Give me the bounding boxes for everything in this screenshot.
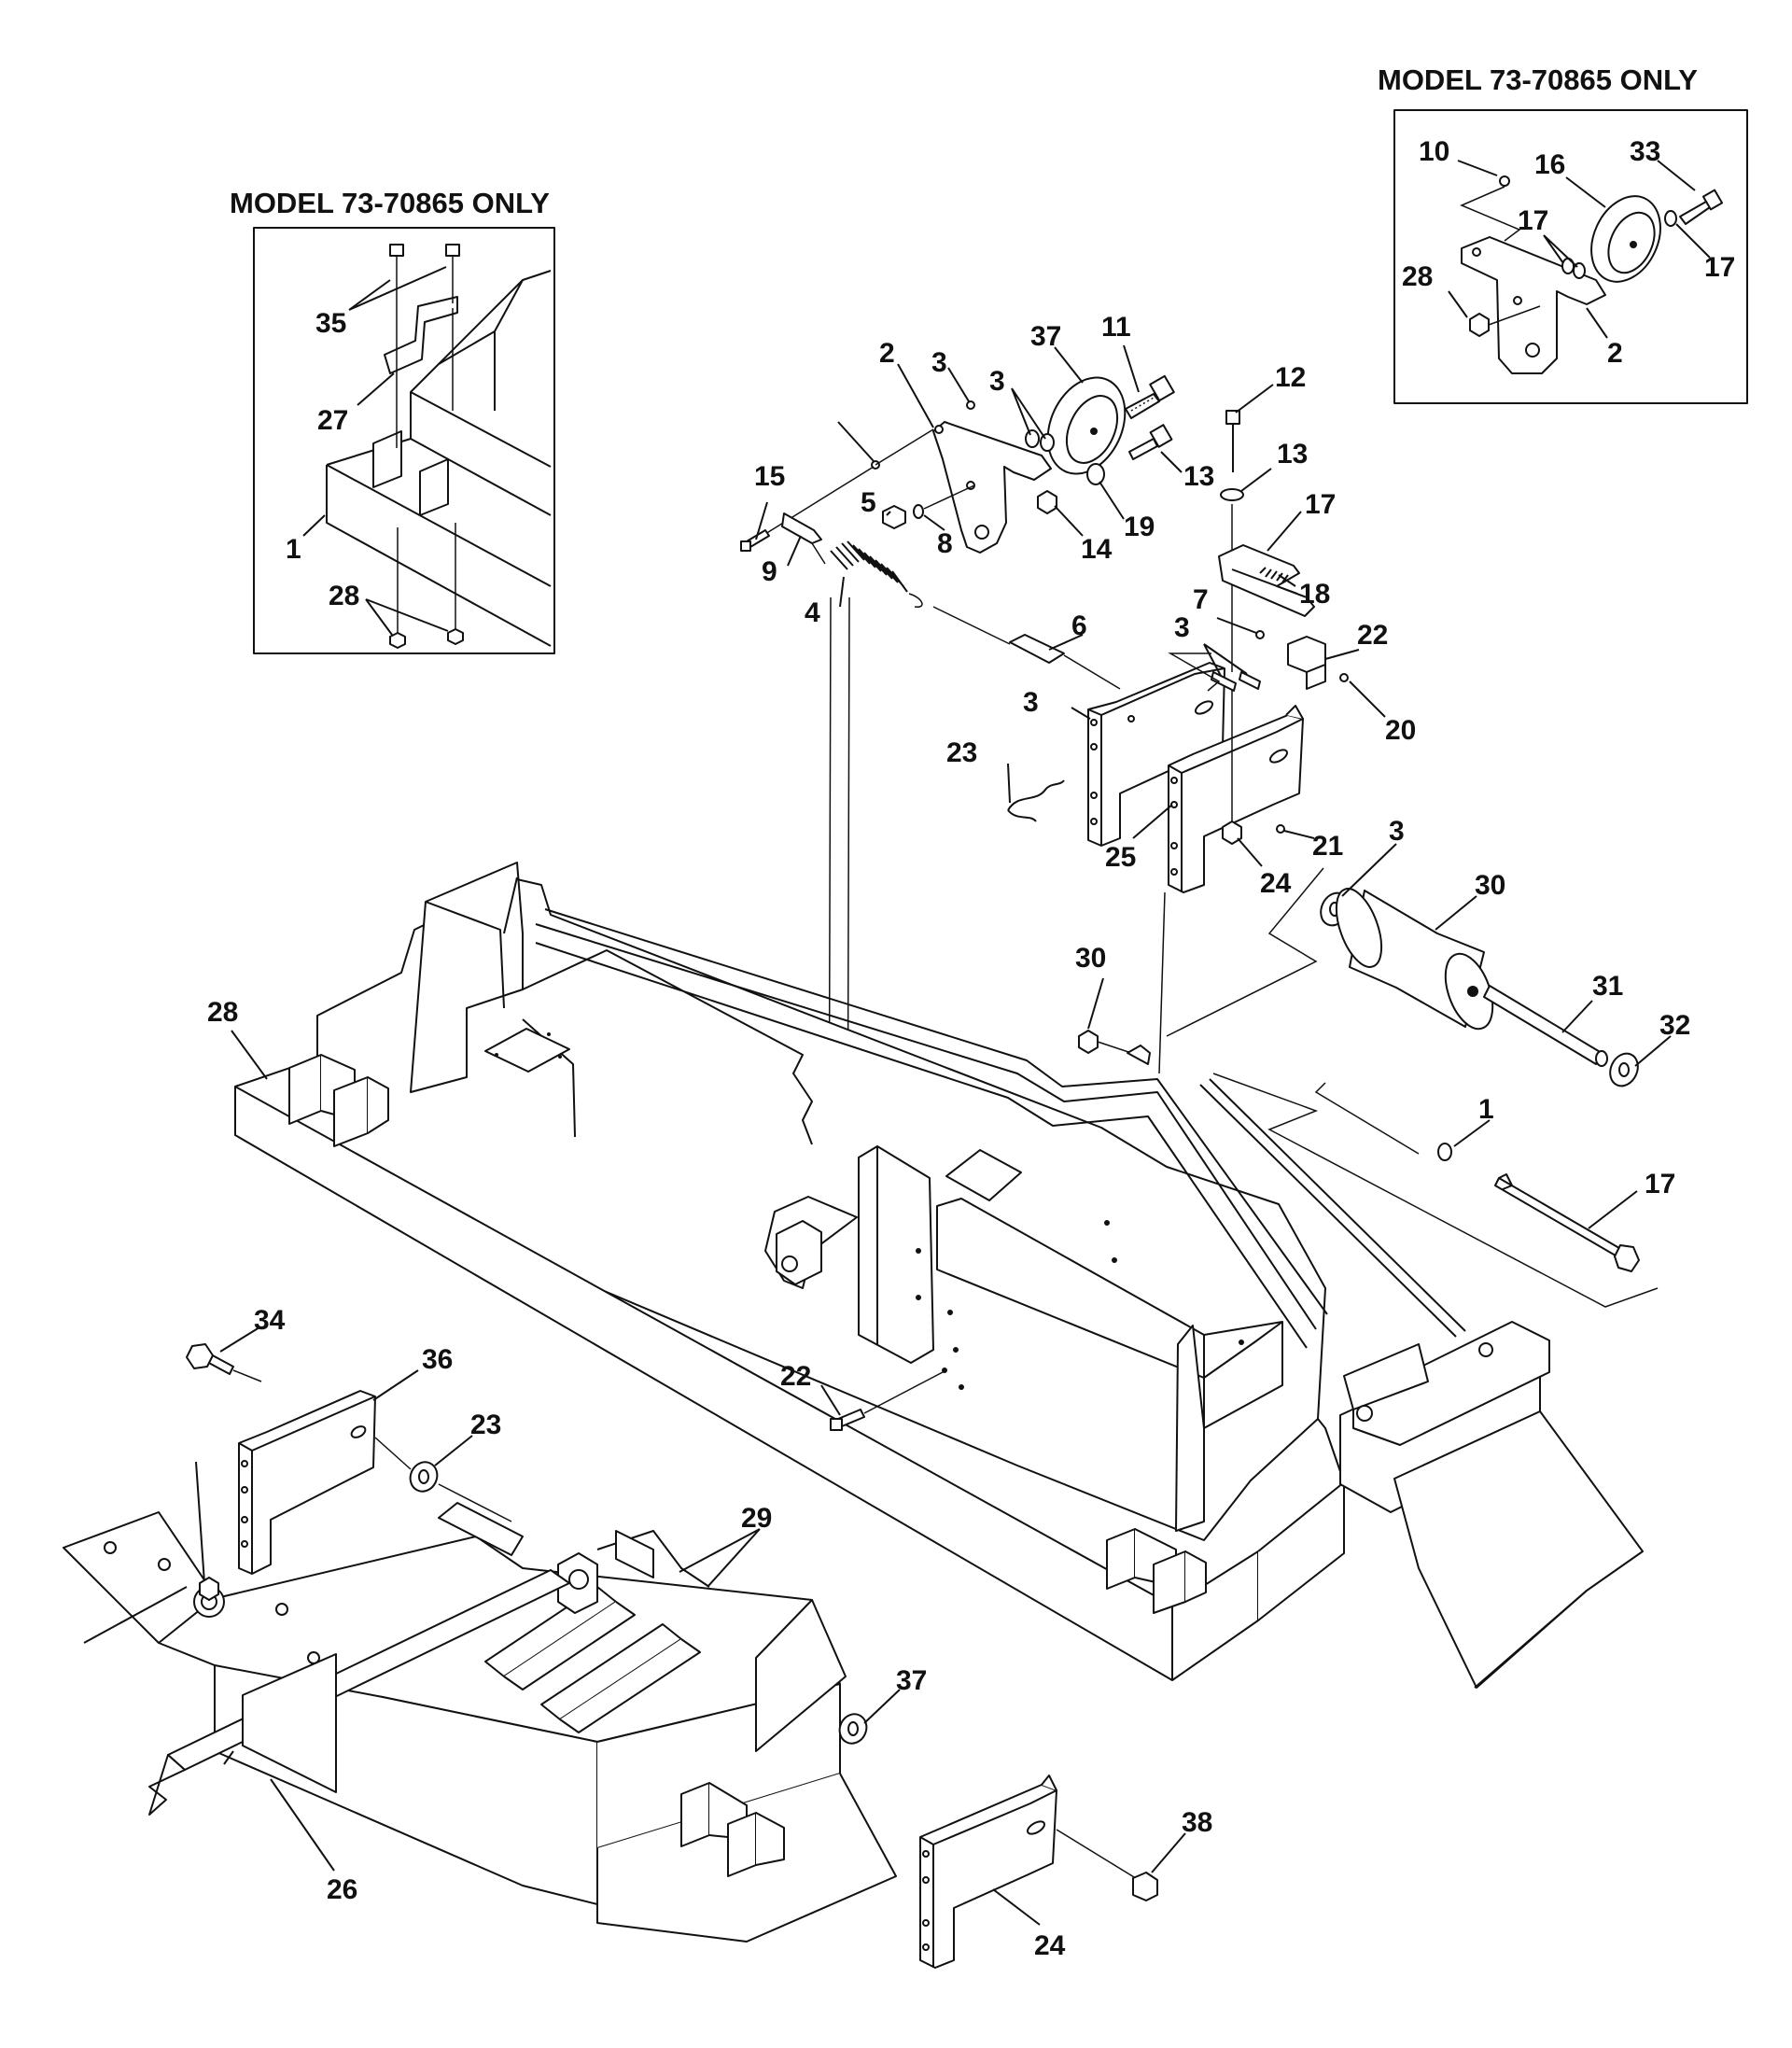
callout-9: 8 bbox=[937, 528, 953, 559]
callout-21: 24 bbox=[1260, 868, 1292, 899]
callout-24a: 25 bbox=[1105, 842, 1136, 873]
callout-11: 37 bbox=[1030, 321, 1061, 352]
callout-37c: 37 bbox=[896, 1665, 927, 1696]
callout-17a: 13 bbox=[1277, 439, 1308, 470]
callout-23a: 3 bbox=[1023, 687, 1039, 718]
lower-hitch-assembly: 34 36 23 29 37 26 38 24 bbox=[63, 1305, 1212, 1969]
callout-25: 23 bbox=[946, 737, 977, 768]
callout-13b: 13 bbox=[1183, 461, 1214, 492]
right-inset-frame bbox=[1393, 109, 1748, 404]
spring-6 bbox=[830, 540, 908, 593]
callout-22a: 3 bbox=[1174, 612, 1190, 643]
callout-30a: 3 bbox=[1389, 816, 1405, 847]
callout-1-left: 1 bbox=[286, 534, 301, 565]
callout-26: 26 bbox=[327, 1874, 357, 1905]
callout-6: 4 bbox=[805, 597, 820, 628]
callout-28: 30 bbox=[1075, 943, 1106, 974]
callout-37b: 23 bbox=[470, 1410, 501, 1440]
callout-3a: 3 bbox=[931, 347, 947, 378]
callout-22b: 22 bbox=[780, 1361, 811, 1392]
callout-16-right: 16 bbox=[1534, 149, 1565, 180]
callout-2-right: 2 bbox=[1607, 338, 1623, 369]
callout-18: 17 bbox=[1305, 489, 1336, 520]
callout-28-right: 28 bbox=[1402, 261, 1433, 292]
callout-13a: 12 bbox=[1275, 362, 1306, 393]
callout-1: 28 bbox=[207, 997, 238, 1028]
right-inset: MODEL 73-70865 ONLY 10 16 33 bbox=[1378, 63, 1748, 404]
upper-assembly: 2 3 3 37 11 12 13 13 17 18 19 14 15 5 8 … bbox=[740, 312, 1416, 1242]
callout-2: 2 bbox=[879, 338, 895, 369]
callout-24b: 24 bbox=[1034, 1930, 1066, 1961]
callout-17b: 1 bbox=[1478, 1094, 1494, 1125]
roller-assembly: 3 30 31 32 1 17 bbox=[1166, 816, 1690, 1308]
callout-38: 38 bbox=[1182, 1807, 1212, 1838]
callout-3e: 21 bbox=[1312, 831, 1343, 862]
callout-35-left: 35 bbox=[315, 308, 346, 339]
right-inset-header: MODEL 73-70865 ONLY bbox=[1378, 63, 1698, 96]
callout-3c: 7 bbox=[1193, 584, 1209, 615]
callout-31: 30 bbox=[1475, 870, 1505, 901]
callout-32: 31 bbox=[1592, 971, 1623, 1002]
callout-36: 34 bbox=[254, 1305, 286, 1336]
callout-29: 29 bbox=[741, 1503, 772, 1534]
callout-20: 22 bbox=[1357, 620, 1388, 651]
callout-3d: 20 bbox=[1385, 715, 1416, 746]
bolt-35-left bbox=[389, 244, 460, 448]
callout-17b-right: 17 bbox=[1704, 252, 1735, 283]
callout-33-right: 33 bbox=[1630, 136, 1660, 167]
callout-37a: 3 bbox=[989, 366, 1005, 397]
callout-23b: 36 bbox=[422, 1344, 453, 1375]
callout-17a-right: 17 bbox=[1518, 205, 1548, 236]
mower-deck: 30 28 22 bbox=[207, 862, 1644, 1689]
left-inset: MODEL 73-70865 ONLY 35 bbox=[230, 187, 555, 654]
callout-28-left: 28 bbox=[329, 581, 359, 611]
callout-10-right: 10 bbox=[1419, 136, 1449, 167]
callout-12: 11 bbox=[1101, 312, 1131, 343]
callout-15: 14 bbox=[1081, 534, 1113, 565]
callout-8: 5 bbox=[861, 487, 876, 518]
callout-7: 6 bbox=[1071, 610, 1087, 641]
callout-34: 17 bbox=[1645, 1169, 1675, 1199]
callout-14: 19 bbox=[1124, 512, 1155, 542]
callout-27-left: 27 bbox=[317, 405, 348, 436]
left-inset-header: MODEL 73-70865 ONLY bbox=[230, 187, 550, 219]
callout-30b: 32 bbox=[1659, 1010, 1690, 1041]
callout-19: 18 bbox=[1299, 579, 1330, 610]
callout-5: 15 bbox=[754, 461, 785, 492]
left-inset-frame bbox=[253, 227, 555, 654]
callout-4: 9 bbox=[762, 556, 777, 587]
